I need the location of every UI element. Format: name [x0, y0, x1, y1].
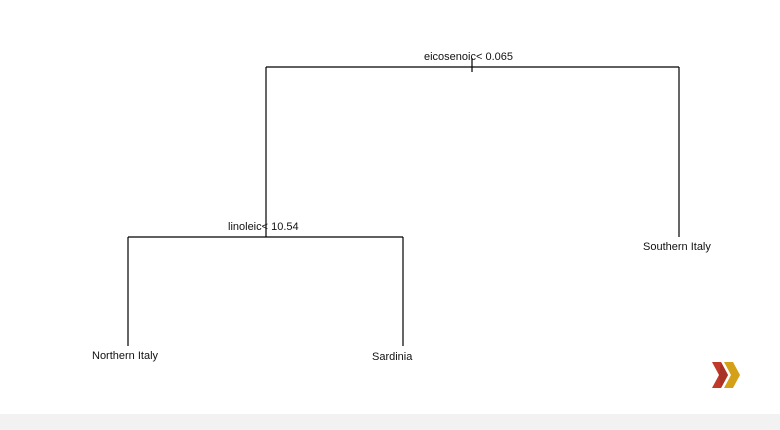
leaf-northern-italy: Northern Italy: [92, 350, 159, 362]
bottom-band: [0, 414, 780, 430]
left-split-label: linoleic< 10.54: [228, 221, 299, 233]
root-split-label: eicosenoic< 0.065: [424, 51, 513, 63]
x-logo-icon: [712, 362, 740, 388]
leaf-sardinia: Sardinia: [372, 351, 413, 363]
leaf-southern-italy: Southern Italy: [643, 241, 711, 253]
